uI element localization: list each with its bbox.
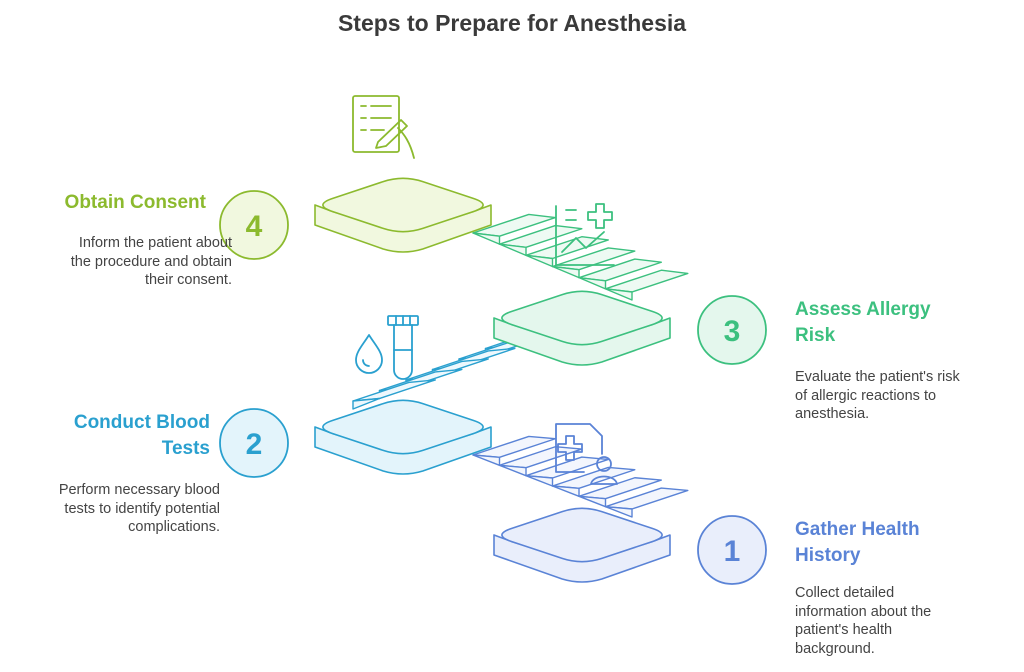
step-2-title-line: Conduct Blood [73, 412, 210, 433]
step-4-desc-line: the procedure and obtain [70, 253, 232, 270]
stair-riser [551, 485, 580, 498]
stair-riser [578, 276, 607, 290]
step-3-title-line: Risk [795, 325, 836, 346]
step-3-number-circle: 3 [697, 295, 767, 365]
step-2-title: Conduct Blood Tests [20, 410, 210, 462]
step-4-description: Inform the patient about the procedure a… [20, 234, 232, 290]
step-1-desc-line: patient's health [795, 622, 893, 638]
platform-1 [493, 507, 671, 583]
step-4-desc-line: Inform the patient about [78, 235, 232, 251]
step-2-number: 2 [246, 428, 263, 461]
step-2-desc-line: complications. [128, 519, 220, 535]
step-1-desc-line: information about the [795, 603, 932, 620]
step-1-title: Gather Health History [795, 517, 995, 569]
platform-top [501, 290, 663, 346]
step-2-title-line: Tests [161, 438, 210, 459]
step-3-desc-line: of allergic reactions to [795, 387, 937, 404]
step-1-title-line: History [795, 545, 861, 566]
step-1-number: 1 [724, 535, 741, 568]
stair-riser [525, 474, 554, 487]
stair-tread [352, 379, 436, 402]
step-4-number: 4 [246, 210, 263, 243]
stair-riser [578, 495, 607, 508]
stair-riser [604, 505, 633, 518]
step-3-title-line: Assess Allergy [795, 299, 931, 320]
step-1-number-circle: 1 [697, 515, 767, 585]
patient-record-icon [555, 423, 618, 485]
medical-chart-icon [555, 203, 615, 266]
step-3-title: Assess Allergy Risk [795, 297, 995, 349]
step-2-description: Perform necessary blood tests to identif… [20, 481, 220, 537]
platform-2 [314, 399, 492, 475]
step-1-title-line: Gather Health [795, 519, 920, 540]
stairs-3-to-4 [472, 213, 689, 301]
step-4-title: Obtain Consent [20, 190, 206, 216]
page-title: Steps to Prepare for Anesthesia [337, 10, 687, 36]
signing-document-icon [352, 95, 415, 159]
platform-3 [493, 290, 671, 366]
platform-4 [314, 177, 492, 253]
stair-riser [472, 454, 501, 467]
stairs-1-to-2 [472, 435, 689, 518]
stair-riser [498, 464, 527, 477]
step-2-number-circle: 2 [219, 408, 289, 478]
stair-riser [551, 265, 580, 279]
step-3-number: 3 [724, 315, 741, 348]
stair-riser [498, 243, 527, 257]
step-4-title-line: Obtain Consent [64, 192, 206, 213]
step-1-desc-line: Collect detailed [795, 585, 895, 601]
number-circles: 1 2 3 4 [219, 190, 767, 585]
platform-layer [314, 177, 671, 583]
step-3-description: Evaluate the patient's risk of allergic … [795, 368, 1005, 424]
step-3-desc-line: Evaluate the patient's risk [795, 369, 960, 385]
step-4-number-circle: 4 [219, 190, 289, 260]
stair-riser [604, 288, 633, 301]
step-4-desc-line: their consent. [144, 272, 232, 288]
stair-riser [525, 254, 554, 268]
platform-top [501, 507, 663, 563]
step-1-description: Collect detailed information about the p… [795, 584, 995, 658]
platform-top [322, 399, 484, 455]
step-2-desc-line: tests to identify potential [64, 500, 220, 517]
stairs-layer [352, 213, 689, 518]
blood-test-icon [355, 315, 419, 380]
step-1-desc-line: background. [795, 640, 875, 657]
stair-riser [352, 397, 381, 410]
platform-top [322, 177, 484, 233]
step-2-desc-line: Perform necessary blood [58, 482, 220, 498]
stair-riser [472, 232, 501, 245]
step-3-desc-line: anesthesia. [795, 406, 870, 422]
